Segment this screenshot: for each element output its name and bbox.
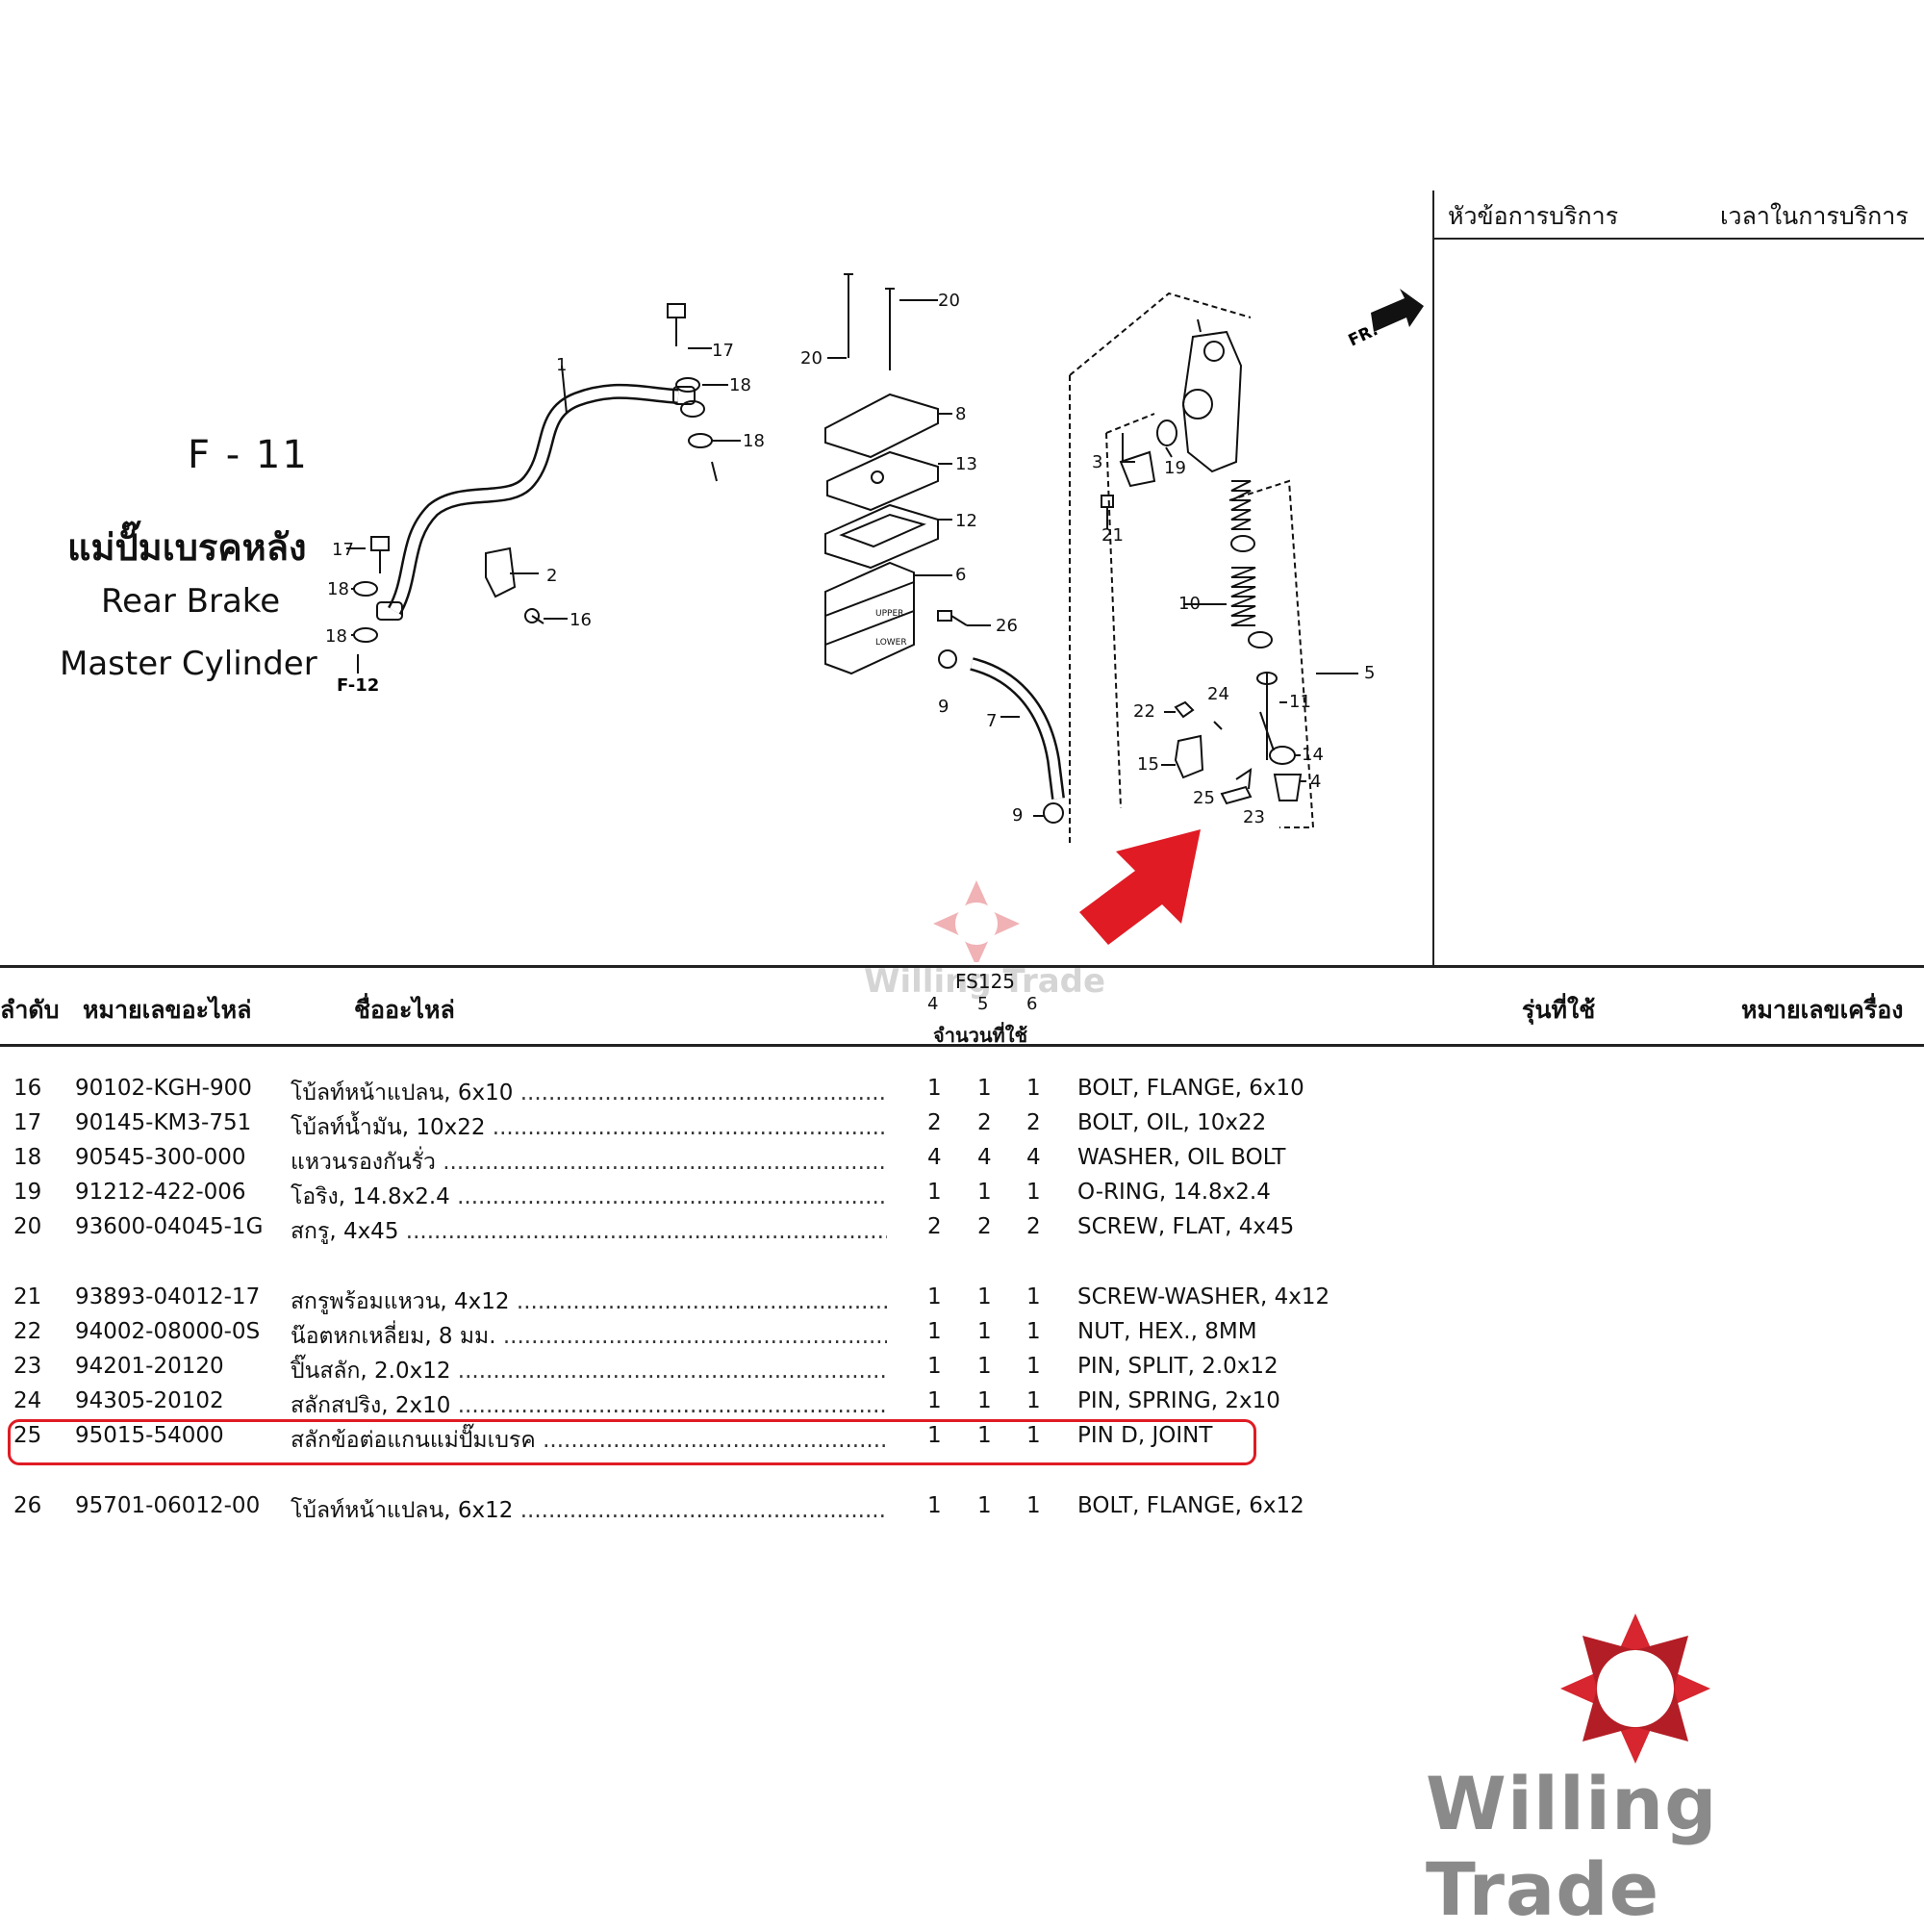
callout-13: 13 <box>955 454 977 474</box>
highlighted-row-outline <box>8 1419 1256 1465</box>
reservoir-upper-mark: UPPER <box>875 609 903 619</box>
callout-6: 6 <box>955 565 966 585</box>
callout-25: 25 <box>1193 788 1215 808</box>
table-row: 26 95701-06012-00 โบ้ลท์หน้าแปลน, 6x12 1… <box>0 1493 1347 1528</box>
callout-9-lower: 9 <box>1012 805 1023 826</box>
service-time-header: เวลาในการบริการ <box>1720 202 1909 230</box>
callout-18-c: 18 <box>327 579 349 599</box>
brand-name: Willing Trade <box>1426 1761 1718 1932</box>
table-row-highlighted: 25 95015-54000 สลักข้อต่อแกนแม่ปั๊มเบรค … <box>0 1423 1347 1458</box>
callout-16: 16 <box>570 610 592 630</box>
title-english-line1: Rear Brake <box>101 582 281 621</box>
diagram-code: F - 11 <box>188 433 309 477</box>
col-header-used-model: รุ่นที่ใช้ <box>1522 996 1596 1024</box>
title-english-line2: Master Cylinder <box>60 645 317 683</box>
willing-trade-logo-icon <box>1560 1614 1710 1764</box>
callout-12: 12 <box>955 511 977 531</box>
callout-1: 1 <box>556 355 567 375</box>
callout-5: 5 <box>1364 663 1375 683</box>
table-row: 22 94002-08000-0S น๊อตหกเหลี่ยม, 8 มม. 1… <box>0 1319 1347 1354</box>
table-header-rule <box>0 1044 1924 1047</box>
callout-20-right: 20 <box>938 291 960 311</box>
callout-14: 14 <box>1302 745 1324 765</box>
table-row: 16 90102-KGH-900 โบ้ลท์หน้าแปลน, 6x10 1 … <box>0 1076 1347 1110</box>
callout-17-top: 17 <box>712 341 734 361</box>
col-header-no: ลำดับ <box>0 996 60 1024</box>
watermark-logo-icon <box>933 880 1020 962</box>
callout-8: 8 <box>955 404 966 424</box>
table-row: 23 94201-20120 ปิ๊นสลัก, 2.0x12 1 1 1 PI… <box>0 1354 1347 1388</box>
table-row: 24 94305-20102 สลักสปริง, 2x10 1 1 1 PIN… <box>0 1388 1347 1423</box>
callout-18-d: 18 <box>325 626 347 647</box>
callout-19: 19 <box>1164 458 1186 478</box>
callout-2: 2 <box>546 566 557 586</box>
col-header-6: 6 <box>1026 994 1038 1014</box>
callout-15: 15 <box>1137 754 1159 775</box>
callout-3: 3 <box>1092 452 1102 472</box>
col-header-5: 5 <box>977 994 989 1014</box>
callout-23: 23 <box>1243 807 1265 827</box>
col-header-qty: จำนวนที่ใช้ <box>933 1024 1028 1047</box>
col-header-model: FS125 <box>955 970 1016 993</box>
callout-10: 10 <box>1178 594 1201 614</box>
service-topic-header: หัวข้อการบริการ <box>1448 202 1619 230</box>
reservoir-lower-mark: LOWER <box>875 638 907 648</box>
title-thai: แม่ปั๊มเบรคหลัง <box>67 526 307 569</box>
table-top-rule <box>0 965 1924 968</box>
table-row: 21 93893-04012-17 สกรูพร้อมแหวน, 4x12 1 … <box>0 1284 1347 1319</box>
table-row: 19 91212-422-006 โอริง, 14.8x2.4 1 1 1 O… <box>0 1180 1347 1214</box>
front-direction-arrow-icon <box>1371 289 1424 332</box>
red-callout-arrow-icon <box>1079 829 1201 945</box>
col-header-part-name: ชื่ออะไหล่ <box>354 996 455 1024</box>
reference-f12: F-12 <box>337 675 379 696</box>
callout-18-b: 18 <box>743 431 765 451</box>
callout-22: 22 <box>1133 701 1155 722</box>
callout-21: 21 <box>1101 525 1124 546</box>
service-panel-divider <box>1432 191 1434 965</box>
callout-7: 7 <box>986 711 997 731</box>
callout-4: 4 <box>1310 772 1321 792</box>
watermark-text: Willing Trade <box>864 962 1106 1001</box>
exploded-parts-diagram: UPPER LOWER <box>325 273 1424 962</box>
table-row: 20 93600-04045-1G สกรู, 4x45 2 2 2 SCREW… <box>0 1214 1347 1249</box>
table-row: 18 90545-300-000 แหวนรองกันรั่ว 4 4 4 WA… <box>0 1145 1347 1180</box>
callout-26: 26 <box>996 616 1018 636</box>
callout-20-left: 20 <box>800 348 823 369</box>
service-header-rule <box>1432 238 1924 240</box>
col-header-4: 4 <box>927 994 939 1014</box>
callout-11: 11 <box>1289 692 1311 712</box>
table-row: 17 90145-KM3-751 โบ้ลท์น้ำมัน, 10x22 2 2… <box>0 1110 1347 1145</box>
callout-9-upper: 9 <box>938 697 949 717</box>
col-header-engine-no: หมายเลขเครื่อง <box>1741 996 1904 1024</box>
callout-17-left: 17 <box>332 540 354 560</box>
callout-24: 24 <box>1207 684 1229 704</box>
col-header-part-no: หมายเลขอะไหล่ <box>83 996 252 1024</box>
callout-18-a: 18 <box>729 375 751 395</box>
